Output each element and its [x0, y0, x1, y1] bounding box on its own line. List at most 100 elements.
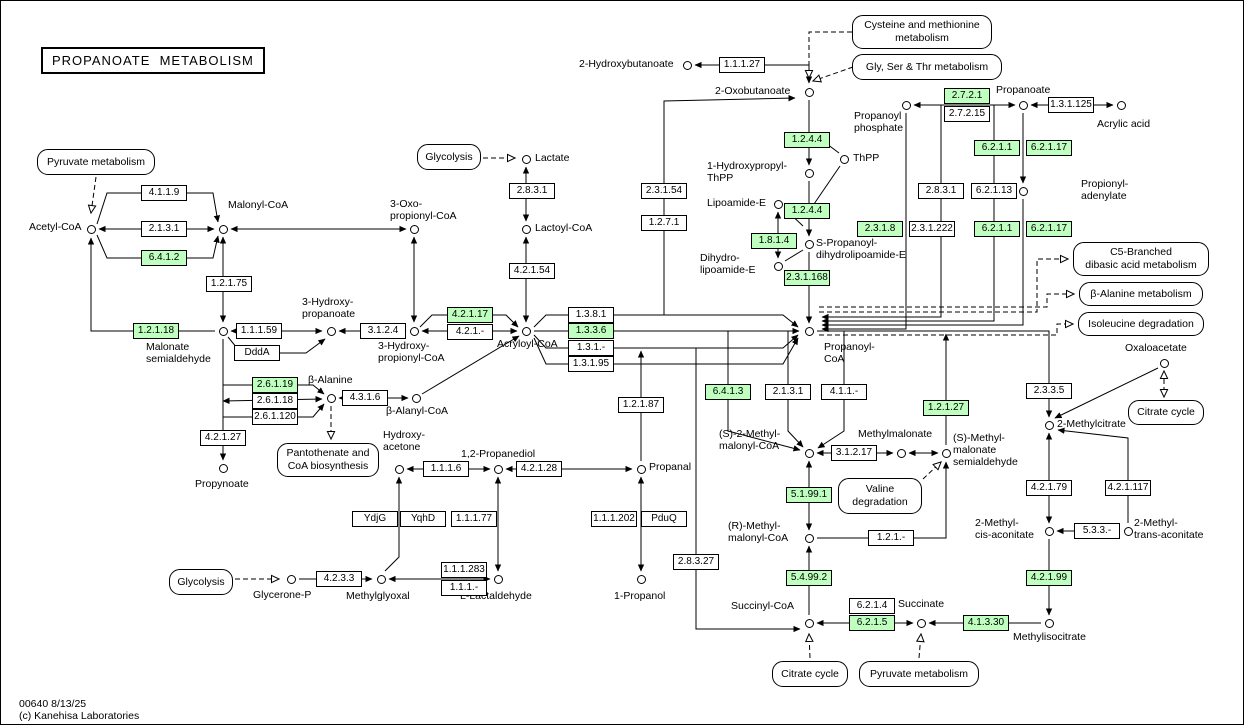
- compound-succinyl-coa[interactable]: [804, 618, 814, 628]
- enzyme-box-2-1-3-1[interactable]: 2.1.3.1: [765, 384, 811, 400]
- compound-methylisocitrate[interactable]: [1044, 618, 1054, 628]
- enzyme-box-ddda[interactable]: DddA: [234, 345, 280, 361]
- compound-propanal[interactable]: [636, 464, 646, 474]
- compound-propanoate[interactable]: [1018, 100, 1028, 110]
- enzyme-box-4-1-1[interactable]: 4.1.1.-: [821, 384, 867, 400]
- enzyme-box-4-2-1-17[interactable]: 4.2.1.17: [447, 307, 493, 323]
- enzyme-box-1-1-1-77[interactable]: 1.1.1.77: [451, 511, 497, 527]
- enzyme-box-1-2-1-18[interactable]: 1.2.1.18: [133, 323, 179, 339]
- enzyme-box-1-3-1[interactable]: 1.3.1.-: [568, 340, 614, 356]
- enzyme-box-2-3-1-54[interactable]: 2.3.1.54: [641, 183, 687, 199]
- enzyme-box-5-4-99-2[interactable]: 5.4.99.2: [786, 570, 832, 586]
- enzyme-box-6-4-1-3[interactable]: 6.4.1.3: [705, 384, 751, 400]
- enzyme-box-6-4-1-2[interactable]: 6.4.1.2: [141, 250, 187, 266]
- compound-propanoyl-coa[interactable]: [804, 326, 814, 336]
- compound-acryloyl-coa[interactable]: [521, 326, 531, 336]
- enzyme-box-1-1-1-6[interactable]: 1.1.1.6: [423, 461, 469, 477]
- enzyme-box-6-2-1-17[interactable]: 6.2.1.17: [1026, 140, 1072, 156]
- enzyme-box-1-3-8-1[interactable]: 1.3.8.1: [568, 307, 614, 323]
- compound-propionyl-adenylate[interactable]: [1018, 186, 1028, 196]
- enzyme-box-2-3-1-8[interactable]: 2.3.1.8: [857, 221, 903, 237]
- enzyme-box-6-2-1-5[interactable]: 6.2.1.5: [849, 615, 895, 631]
- enzyme-box-1-1-1-27[interactable]: 1.1.1.27: [719, 57, 765, 73]
- enzyme-box-2-7-2-15[interactable]: 2.7.2.15: [944, 106, 990, 122]
- enzyme-box-2-3-3-5[interactable]: 2.3.3.5: [1026, 383, 1072, 399]
- enzyme-box-1-1-1-202[interactable]: 1.1.1.202: [591, 511, 637, 527]
- enzyme-box-2-3-1-222[interactable]: 2.3.1.222: [909, 221, 955, 237]
- enzyme-box-1-2-1-27[interactable]: 1.2.1.27: [923, 400, 969, 416]
- enzyme-box-4-2-1-54[interactable]: 4.2.1.54: [509, 263, 555, 279]
- compound-r-methyl-malonyl-coa[interactable]: [804, 533, 814, 543]
- compound-propynoate[interactable]: [218, 463, 228, 473]
- compound-2-methylcitrate[interactable]: [1044, 420, 1054, 430]
- compound-l-lactaldehyde[interactable]: [493, 574, 503, 584]
- enzyme-box-3-1-2-4[interactable]: 3.1.2.4: [360, 323, 406, 339]
- compound-methylglyoxal[interactable]: [376, 574, 386, 584]
- compound-1-propanol[interactable]: [636, 574, 646, 584]
- compound-3-oxo-propionyl-coa[interactable]: [409, 224, 419, 234]
- compound-glycerone-p[interactable]: [286, 574, 296, 584]
- compound-3-hydroxy-propanoate[interactable]: [326, 326, 336, 336]
- enzyme-box-6-2-1-1[interactable]: 6.2.1.1: [974, 140, 1020, 156]
- enzyme-box-1-3-3-6[interactable]: 1.3.3.6: [568, 323, 614, 339]
- enzyme-box-1-2-4-4[interactable]: 1.2.4.4: [784, 203, 830, 219]
- compound-dihydrolipoamide-e[interactable]: [773, 261, 783, 271]
- enzyme-box-2-8-3-1[interactable]: 2.8.3.1: [918, 183, 964, 199]
- compound-lactate[interactable]: [521, 154, 531, 164]
- compound-beta-alanine[interactable]: [326, 393, 336, 403]
- enzyme-box-4-2-1-99[interactable]: 4.2.1.99: [1026, 570, 1072, 586]
- enzyme-box-2-8-3-1[interactable]: 2.8.3.1: [509, 183, 555, 199]
- enzyme-box-1-2-4-4[interactable]: 1.2.4.4: [784, 132, 830, 148]
- compound-s-propanoyl-dihydrolipoamide-e[interactable]: [804, 239, 814, 249]
- enzyme-box-3-1-2-17[interactable]: 3.1.2.17: [831, 445, 877, 461]
- compound-s-methylmalonate-semialdehyde[interactable]: [941, 448, 951, 458]
- compound-s-2-methyl-malonyl-coa[interactable]: [804, 448, 814, 458]
- enzyme-box-4-2-1-27[interactable]: 4.2.1.27: [200, 430, 246, 446]
- compound-thpp[interactable]: [839, 154, 849, 164]
- enzyme-box-6-2-1-13[interactable]: 6.2.1.13: [971, 183, 1017, 199]
- enzyme-box-yqhd[interactable]: YqhD: [400, 511, 446, 527]
- compound-malonyl-coa[interactable]: [218, 224, 228, 234]
- enzyme-box-1-8-1-4[interactable]: 1.8.1.4: [751, 233, 797, 249]
- enzyme-box-4-3-1-6[interactable]: 4.3.1.6: [342, 390, 388, 406]
- compound-malonate-semialdehyde[interactable]: [218, 326, 228, 336]
- compound-2-oxobutanoate[interactable]: [804, 87, 814, 97]
- enzyme-box-2-8-3-27[interactable]: 2.8.3.27: [673, 554, 719, 570]
- compound-1-hydroxypropyl-thpp[interactable]: [804, 168, 814, 178]
- enzyme-box-pduq[interactable]: PduQ: [641, 511, 687, 527]
- enzyme-box-2-3-1-168[interactable]: 2.3.1.168: [784, 270, 830, 286]
- pathway-link-gly-ser-thr-metabolism[interactable]: Gly, Ser & Thr metabolism: [852, 54, 1002, 80]
- enzyme-box-2-7-2-1[interactable]: 2.7.2.1: [944, 88, 990, 104]
- enzyme-box-ydjg[interactable]: YdjG: [352, 511, 398, 527]
- enzyme-box-1-2-1-75[interactable]: 1.2.1.75: [206, 276, 252, 292]
- enzyme-box-4-2-1-117[interactable]: 4.2.1.117: [1105, 480, 1151, 496]
- pathway-link-glycolysis-bottom[interactable]: Glycolysis: [169, 569, 233, 595]
- compound-lipoamide-e[interactable]: [773, 199, 783, 209]
- enzyme-box-4-2-3-3[interactable]: 4.2.3.3: [316, 571, 362, 587]
- enzyme-box-6-2-1-17[interactable]: 6.2.1.17: [1026, 221, 1072, 237]
- enzyme-box-4-1-3-30[interactable]: 4.1.3.30: [963, 615, 1009, 631]
- compound-lactoyl-coa[interactable]: [521, 224, 531, 234]
- pathway-link-pyruvate-metabolism-bottom[interactable]: Pyruvate metabolism: [859, 661, 979, 687]
- pathway-link-isoleucine-degradation[interactable]: Isoleucine degradation: [1078, 312, 1204, 336]
- compound-acrylic-acid[interactable]: [1116, 100, 1126, 110]
- compound-2-methyl-trans-aconitate[interactable]: [1123, 526, 1133, 536]
- compound-propanoyl-phosphate[interactable]: [901, 100, 911, 110]
- enzyme-box-1-1-1[interactable]: 1.1.1.-: [441, 580, 487, 596]
- enzyme-box-1-1-1-59[interactable]: 1.1.1.59: [236, 323, 282, 339]
- compound-hydroxyacetone[interactable]: [394, 464, 404, 474]
- enzyme-box-6-2-1-4[interactable]: 6.2.1.4: [849, 598, 895, 614]
- enzyme-box-5-3-3[interactable]: 5.3.3.-: [1074, 523, 1120, 539]
- compound-oxaloacetate[interactable]: [1159, 358, 1169, 368]
- enzyme-box-1-2-7-1[interactable]: 1.2.7.1: [641, 215, 687, 231]
- enzyme-box-1-1-1-283[interactable]: 1.1.1.283: [441, 562, 487, 578]
- compound-acetyl-coa[interactable]: [86, 224, 96, 234]
- enzyme-box-2-6-1-19[interactable]: 2.6.1.19: [252, 377, 298, 393]
- enzyme-box-5-1-99-1[interactable]: 5.1.99.1: [786, 487, 832, 503]
- enzyme-box-1-3-1-125[interactable]: 1.3.1.125: [1048, 97, 1094, 113]
- compound-beta-alanyl-coa[interactable]: [411, 393, 421, 403]
